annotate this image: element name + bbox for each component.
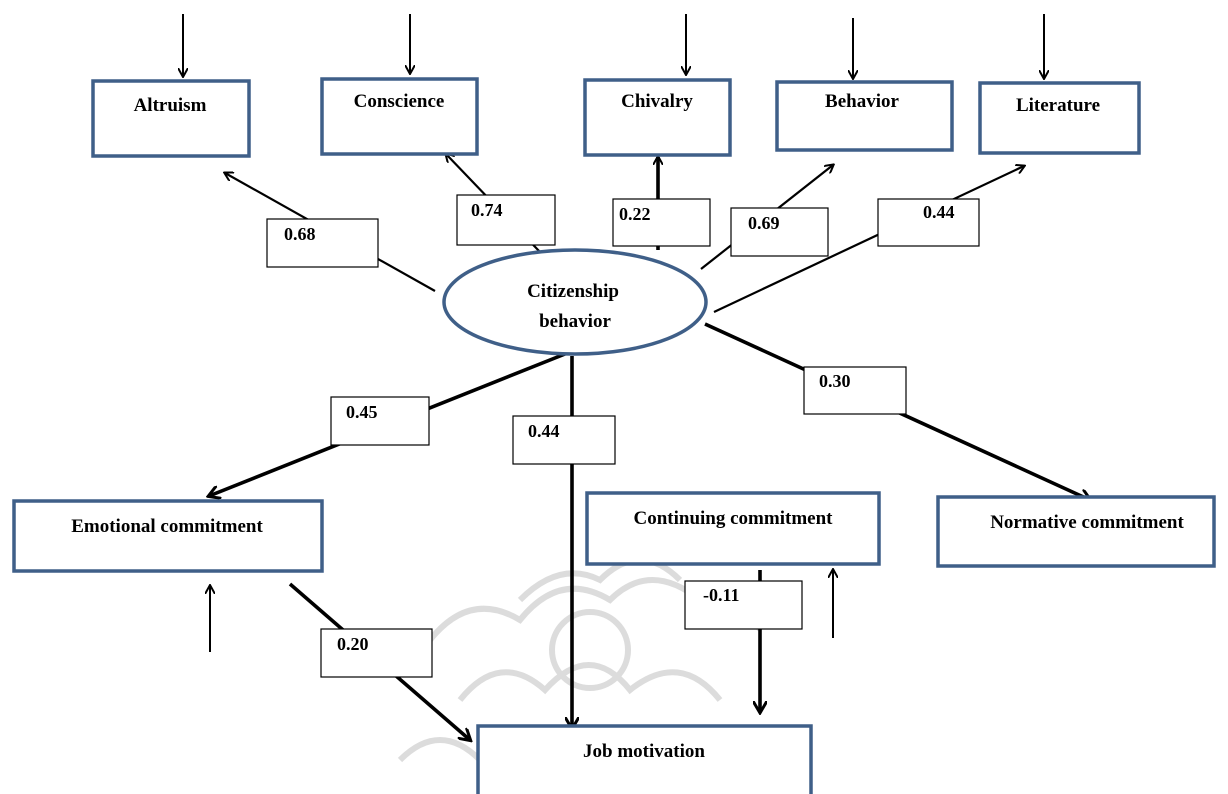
- node-behavior: Behavior: [775, 80, 954, 152]
- coef-label-continuing-to-job: -0.11: [703, 585, 740, 605]
- coef-conscience: 0.74: [456, 194, 556, 246]
- node-label-continuing: Continuing commitment: [634, 508, 834, 529]
- coef-emotional: 0.45: [330, 396, 430, 446]
- node-label-behavior: Behavior: [825, 91, 899, 112]
- node-conscience: Conscience: [320, 77, 479, 156]
- coef-label-chivalry: 0.22: [619, 204, 651, 224]
- coef-label-conscience: 0.74: [471, 200, 503, 220]
- node-literature: Literature: [978, 81, 1141, 155]
- coef-label-altruism: 0.68: [284, 224, 316, 244]
- coef-label-behavior: 0.69: [748, 213, 780, 233]
- node-normative-commitment: Normative commitment: [936, 495, 1216, 568]
- coef-altruism: 0.68: [266, 218, 379, 268]
- node-altruism: Altruism: [91, 79, 251, 158]
- node-citizenship-behavior: Citizenship behavior: [442, 248, 708, 356]
- coef-label-normative: 0.30: [819, 371, 851, 391]
- coef-label-emotional-to-job: 0.20: [337, 634, 369, 654]
- node-label-job: Job motivation: [583, 741, 705, 762]
- node-label-chivalry: Chivalry: [621, 91, 693, 112]
- path-to-literature: [713, 166, 1024, 313]
- center-label-line1: Citizenship: [527, 281, 619, 302]
- node-continuing-commitment: Continuing commitment: [585, 491, 881, 566]
- coef-job: 0.44: [512, 415, 616, 465]
- coef-chivalry: 0.22: [612, 198, 711, 247]
- coef-label-job: 0.44: [528, 421, 560, 441]
- coef-literature: 0.44: [877, 198, 980, 247]
- center-label-line2: behavior: [539, 311, 611, 332]
- coef-behavior: 0.69: [730, 207, 829, 257]
- node-label-emotional: Emotional commitment: [71, 516, 263, 537]
- coef-emotional-to-job: 0.20: [320, 628, 433, 678]
- coef-continuing-to-job: -0.11: [684, 580, 803, 630]
- node-label-conscience: Conscience: [354, 91, 445, 112]
- node-job-motivation: Job motivation: [476, 724, 813, 794]
- error-arrows-top: [183, 14, 1044, 78]
- node-label-altruism: Altruism: [134, 95, 207, 116]
- coef-normative: 0.30: [803, 366, 907, 415]
- node-chivalry: Chivalry: [583, 78, 732, 157]
- node-label-normative: Normative commitment: [990, 512, 1184, 533]
- node-emotional-commitment: Emotional commitment: [12, 499, 324, 573]
- coef-label-emotional: 0.45: [346, 402, 378, 422]
- node-label-literature: Literature: [1016, 95, 1100, 116]
- coef-label-literature: 0.44: [923, 202, 955, 222]
